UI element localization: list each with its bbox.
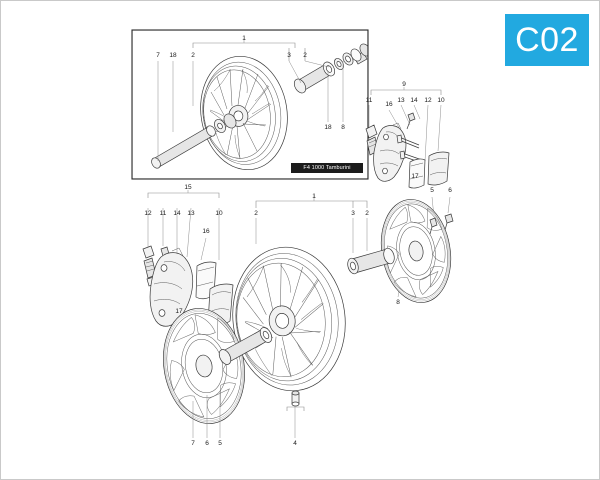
callout-diagram-1-20: 1	[312, 192, 316, 200]
callout-diagram-6-9: 6	[448, 186, 452, 194]
callout-diagram-3-21: 3	[351, 209, 355, 217]
callout-diagram-4-26: 4	[293, 439, 297, 447]
callout-diagram-9-0: 9	[402, 80, 406, 88]
callout-diagram-11-1: 11	[365, 96, 373, 104]
callout-inset-1-3: 1	[242, 34, 246, 42]
callout-diagram-16-17: 16	[202, 227, 210, 235]
callout-diagram-5-25: 5	[218, 439, 222, 447]
callout-diagram-13-3: 13	[397, 96, 405, 104]
right-caliper-group	[365, 87, 450, 189]
callout-inset-8-7: 8	[341, 123, 345, 131]
callout-diagram-12-12: 12	[144, 209, 152, 217]
callout-diagram-14-4: 14	[410, 96, 418, 104]
section-badge: C02	[505, 14, 589, 66]
inset-caption: F4 1000 Tamburini	[291, 163, 363, 173]
callout-diagram-10-6: 10	[437, 96, 445, 104]
left-caliper-group	[142, 190, 234, 327]
callout-inset-18-1: 18	[169, 51, 177, 59]
inset-panel	[132, 30, 368, 179]
inset-axle	[151, 113, 237, 169]
callout-inset-3-4: 3	[287, 51, 291, 59]
inset-leaders	[157, 38, 344, 161]
wheel-right-spacer	[347, 247, 395, 275]
inset-border	[131, 29, 369, 180]
callout-diagram-10-16: 10	[215, 209, 223, 217]
callout-diagram-15-11: 15	[184, 183, 192, 191]
callout-inset-7-0: 7	[156, 51, 160, 59]
callout-inset-2-5: 2	[303, 51, 307, 59]
callout-diagram-6-24: 6	[205, 439, 209, 447]
callout-diagram-11-13: 11	[159, 209, 167, 217]
callout-diagram-2-22: 2	[365, 209, 369, 217]
right-brake-disc	[347, 196, 454, 303]
main-wheel	[232, 195, 368, 438]
left-brake-disc	[162, 308, 273, 438]
callout-diagram-17-18: 17	[175, 307, 183, 315]
callout-diagram-5-8: 5	[430, 186, 434, 194]
callout-diagram-13-15: 13	[187, 209, 195, 217]
callout-diagram-17-7: 17	[411, 172, 419, 180]
wheel-left-spacer	[218, 327, 273, 365]
callout-diagram-16-2: 16	[385, 100, 393, 108]
callout-diagram-14-14: 14	[173, 209, 181, 217]
callout-diagram-2-19: 2	[254, 209, 258, 217]
callout-diagram-8-10: 8	[396, 298, 400, 306]
callout-diagram-7-23: 7	[191, 439, 195, 447]
callout-inset-2-2: 2	[191, 51, 195, 59]
callout-inset-18-6: 18	[324, 123, 332, 131]
callout-diagram-12-5: 12	[424, 96, 432, 104]
